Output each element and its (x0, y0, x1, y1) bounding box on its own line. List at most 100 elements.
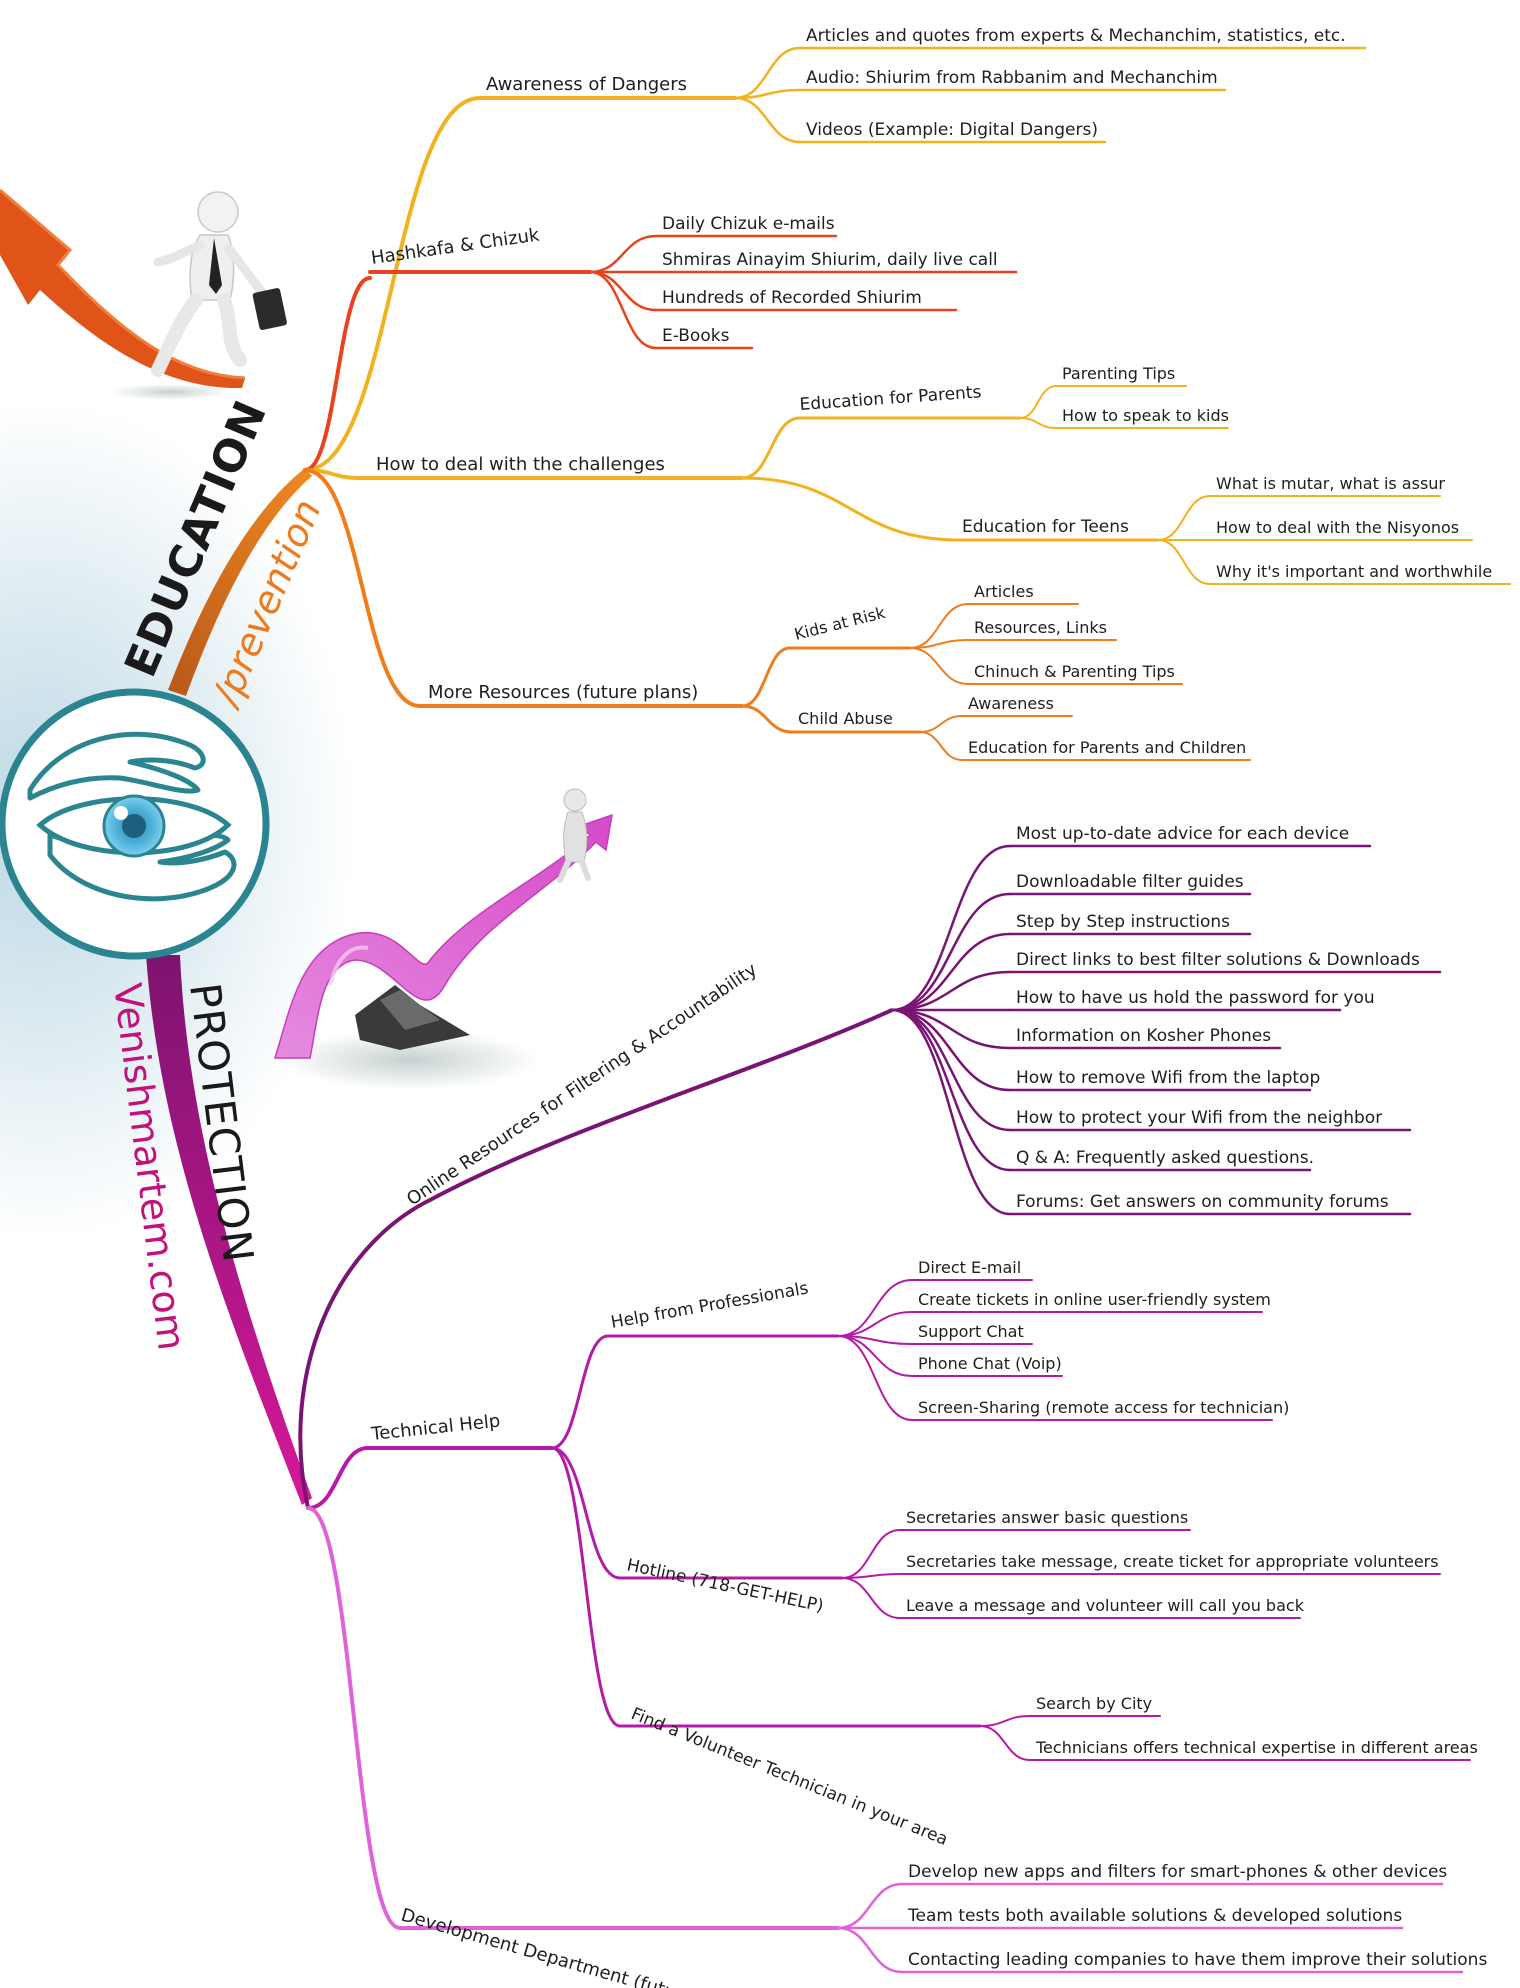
education-for-teens-title: Education for Teens (962, 517, 1129, 537)
volunteer-item-1-connector (979, 1715, 1031, 1727)
professionals-item-3: Support Chat (918, 1322, 1024, 1341)
volunteer-connector (550, 1446, 622, 1728)
online-item-4: Direct links to best filter solutions & … (1016, 950, 1420, 970)
kids-item-3: Chinuch & Parenting Tips (974, 662, 1175, 681)
hotline-item-3-connector (841, 1577, 901, 1619)
more-resources-title: More Resources (future plans) (428, 682, 698, 703)
development-item-2: Team tests both available solutions & de… (907, 1906, 1402, 1926)
professionals-connector (550, 1334, 610, 1450)
kids-at-risk-title: Kids at Risk (792, 603, 887, 644)
professionals-item-5: Screen-Sharing (remote access for techni… (918, 1398, 1289, 1417)
kids-item-2: Resources, Links (974, 618, 1107, 637)
abuse-connector (740, 704, 794, 734)
hotline-item-2: Secretaries take message, create ticket … (906, 1552, 1439, 1571)
hashkafa-item-1: Daily Chizuk e-mails (662, 214, 835, 234)
branch-lines (298, 46, 1511, 1974)
center-logo (0, 688, 270, 960)
online-item-7-connector (890, 1008, 1012, 1092)
awareness-branch (303, 96, 482, 472)
education-for-parents-title: Education for Parents (799, 382, 982, 415)
online-item-8: How to protect your Wifi from the neighb… (1016, 1108, 1382, 1128)
professionals-item-5-connector (837, 1335, 913, 1421)
awareness-item-3-connector (733, 96, 802, 144)
online-item-10: Forums: Get answers on community forums (1016, 1192, 1389, 1212)
teens-item-3: Why it's important and worthwhile (1216, 562, 1492, 581)
kids-item-1-connector (909, 603, 969, 649)
challenges-title: How to deal with the challenges (376, 454, 665, 475)
professionals-item-4: Phone Chat (Voip) (918, 1354, 1062, 1373)
online-item-3: Step by Step instructions (1016, 912, 1230, 932)
hashkafa-item-2: Shmiras Ainayim Shiurim, daily live call (662, 250, 998, 270)
abuse-item-2-connector (919, 731, 963, 761)
awareness-of-dangers-title: Awareness of Dangers (486, 74, 687, 95)
online-item-10-connector (890, 1008, 1012, 1216)
online-item-8-connector (890, 1008, 1012, 1132)
technical-help-title: Technical Help (369, 1411, 501, 1446)
figure-on-arrow-over-pit-illustration (273, 788, 613, 1090)
kids-item-2-connector (909, 639, 969, 649)
online-resources-branch (298, 1008, 893, 1509)
online-item-3-connector (890, 932, 1012, 1012)
abuse-item-2: Education for Parents and Children (968, 738, 1246, 757)
kids-connector (740, 646, 792, 708)
teens-item-2: How to deal with the Nisyonos (1216, 518, 1459, 537)
development-branch (306, 1506, 402, 1930)
parenting-tips-item: Parenting Tips (1062, 364, 1175, 383)
abuse-item-1-connector (919, 715, 963, 733)
hashkafa-item-4: E-Books (662, 326, 730, 346)
hashkafa-item-4-connector (588, 270, 658, 350)
professionals-item-2: Create tickets in online user-friendly s… (918, 1290, 1271, 1309)
online-item-6: Information on Kosher Phones (1016, 1026, 1271, 1046)
online-item-9-connector (890, 1008, 1012, 1172)
online-item-2: Downloadable filter guides (1016, 872, 1244, 892)
development-item-1: Develop new apps and filters for smart-p… (908, 1862, 1447, 1882)
resources-branch (303, 468, 422, 708)
teens-item-3-connector (1157, 539, 1211, 585)
abuse-item-1: Awareness (968, 694, 1054, 713)
kids-item-3-connector (909, 647, 969, 685)
professionals-item-2-connector (837, 1311, 913, 1337)
teens-connector (740, 476, 962, 542)
hotline-title: Hotline (718-GET-HELP) (625, 1555, 825, 1616)
online-item-1-connector (890, 844, 1012, 1012)
awareness-item-2: Audio: Shiurim from Rabbanim and Mechanc… (806, 68, 1218, 88)
hotline-connector (550, 1446, 622, 1580)
hotline-item-3: Leave a message and volunteer will call … (906, 1596, 1305, 1615)
volunteer-item-2: Technicians offers technical expertise i… (1035, 1738, 1478, 1757)
professionals-item-1: Direct E-mail (918, 1258, 1021, 1277)
hashkafa-item-1-connector (588, 234, 658, 274)
branch-labels: Awareness of Dangers Articles and quotes … (369, 26, 1492, 1988)
kids-item-1: Articles (974, 582, 1034, 601)
teens-item-1: What is mutar, what is assur (1216, 474, 1445, 493)
development-item-1-connector (836, 1882, 904, 1930)
development-item-3-connector (836, 1926, 904, 1974)
speak-to-kids-item-connector (1019, 417, 1057, 429)
teens-item-1-connector (1157, 495, 1211, 541)
awareness-item-1: Articles and quotes from experts & Mecha… (806, 26, 1346, 46)
education-spine: EDUCATION /prevention (115, 393, 330, 714)
hashkafa-item-3-connector (588, 270, 658, 312)
awareness-item-1-connector (733, 46, 802, 100)
online-item-9: Q & A: Frequently asked questions. (1016, 1148, 1314, 1168)
online-item-5: How to have us hold the password for you (1016, 988, 1375, 1008)
hashkafa-branch (303, 276, 372, 472)
development-title: Development Department (future plans) (399, 1905, 755, 1988)
top-hand-shape (27, 731, 206, 801)
technical-help-branch (306, 1446, 370, 1510)
hashkafa-chizuk-title: Hashkafa & Chizuk (370, 224, 541, 268)
hotline-item-1: Secretaries answer basic questions (906, 1508, 1188, 1527)
hotline-item-1-connector (841, 1529, 901, 1579)
parenting-tips-item-connector (1019, 385, 1057, 419)
online-item-7: How to remove Wifi from the laptop (1016, 1068, 1320, 1088)
help-from-professionals-title: Help from Professionals (609, 1278, 810, 1332)
businessman-on-arrow-illustration (0, 188, 287, 400)
speak-to-kids-item: How to speak to kids (1062, 406, 1229, 425)
online-item-6-connector (890, 1008, 1012, 1050)
hashkafa-item-3: Hundreds of Recorded Shiurim (662, 288, 922, 308)
professionals-item-4-connector (837, 1335, 913, 1377)
development-item-3: Contacting leading companies to have the… (908, 1950, 1487, 1970)
parents-connector (740, 416, 802, 480)
child-abuse-title: Child Abuse (798, 709, 893, 728)
